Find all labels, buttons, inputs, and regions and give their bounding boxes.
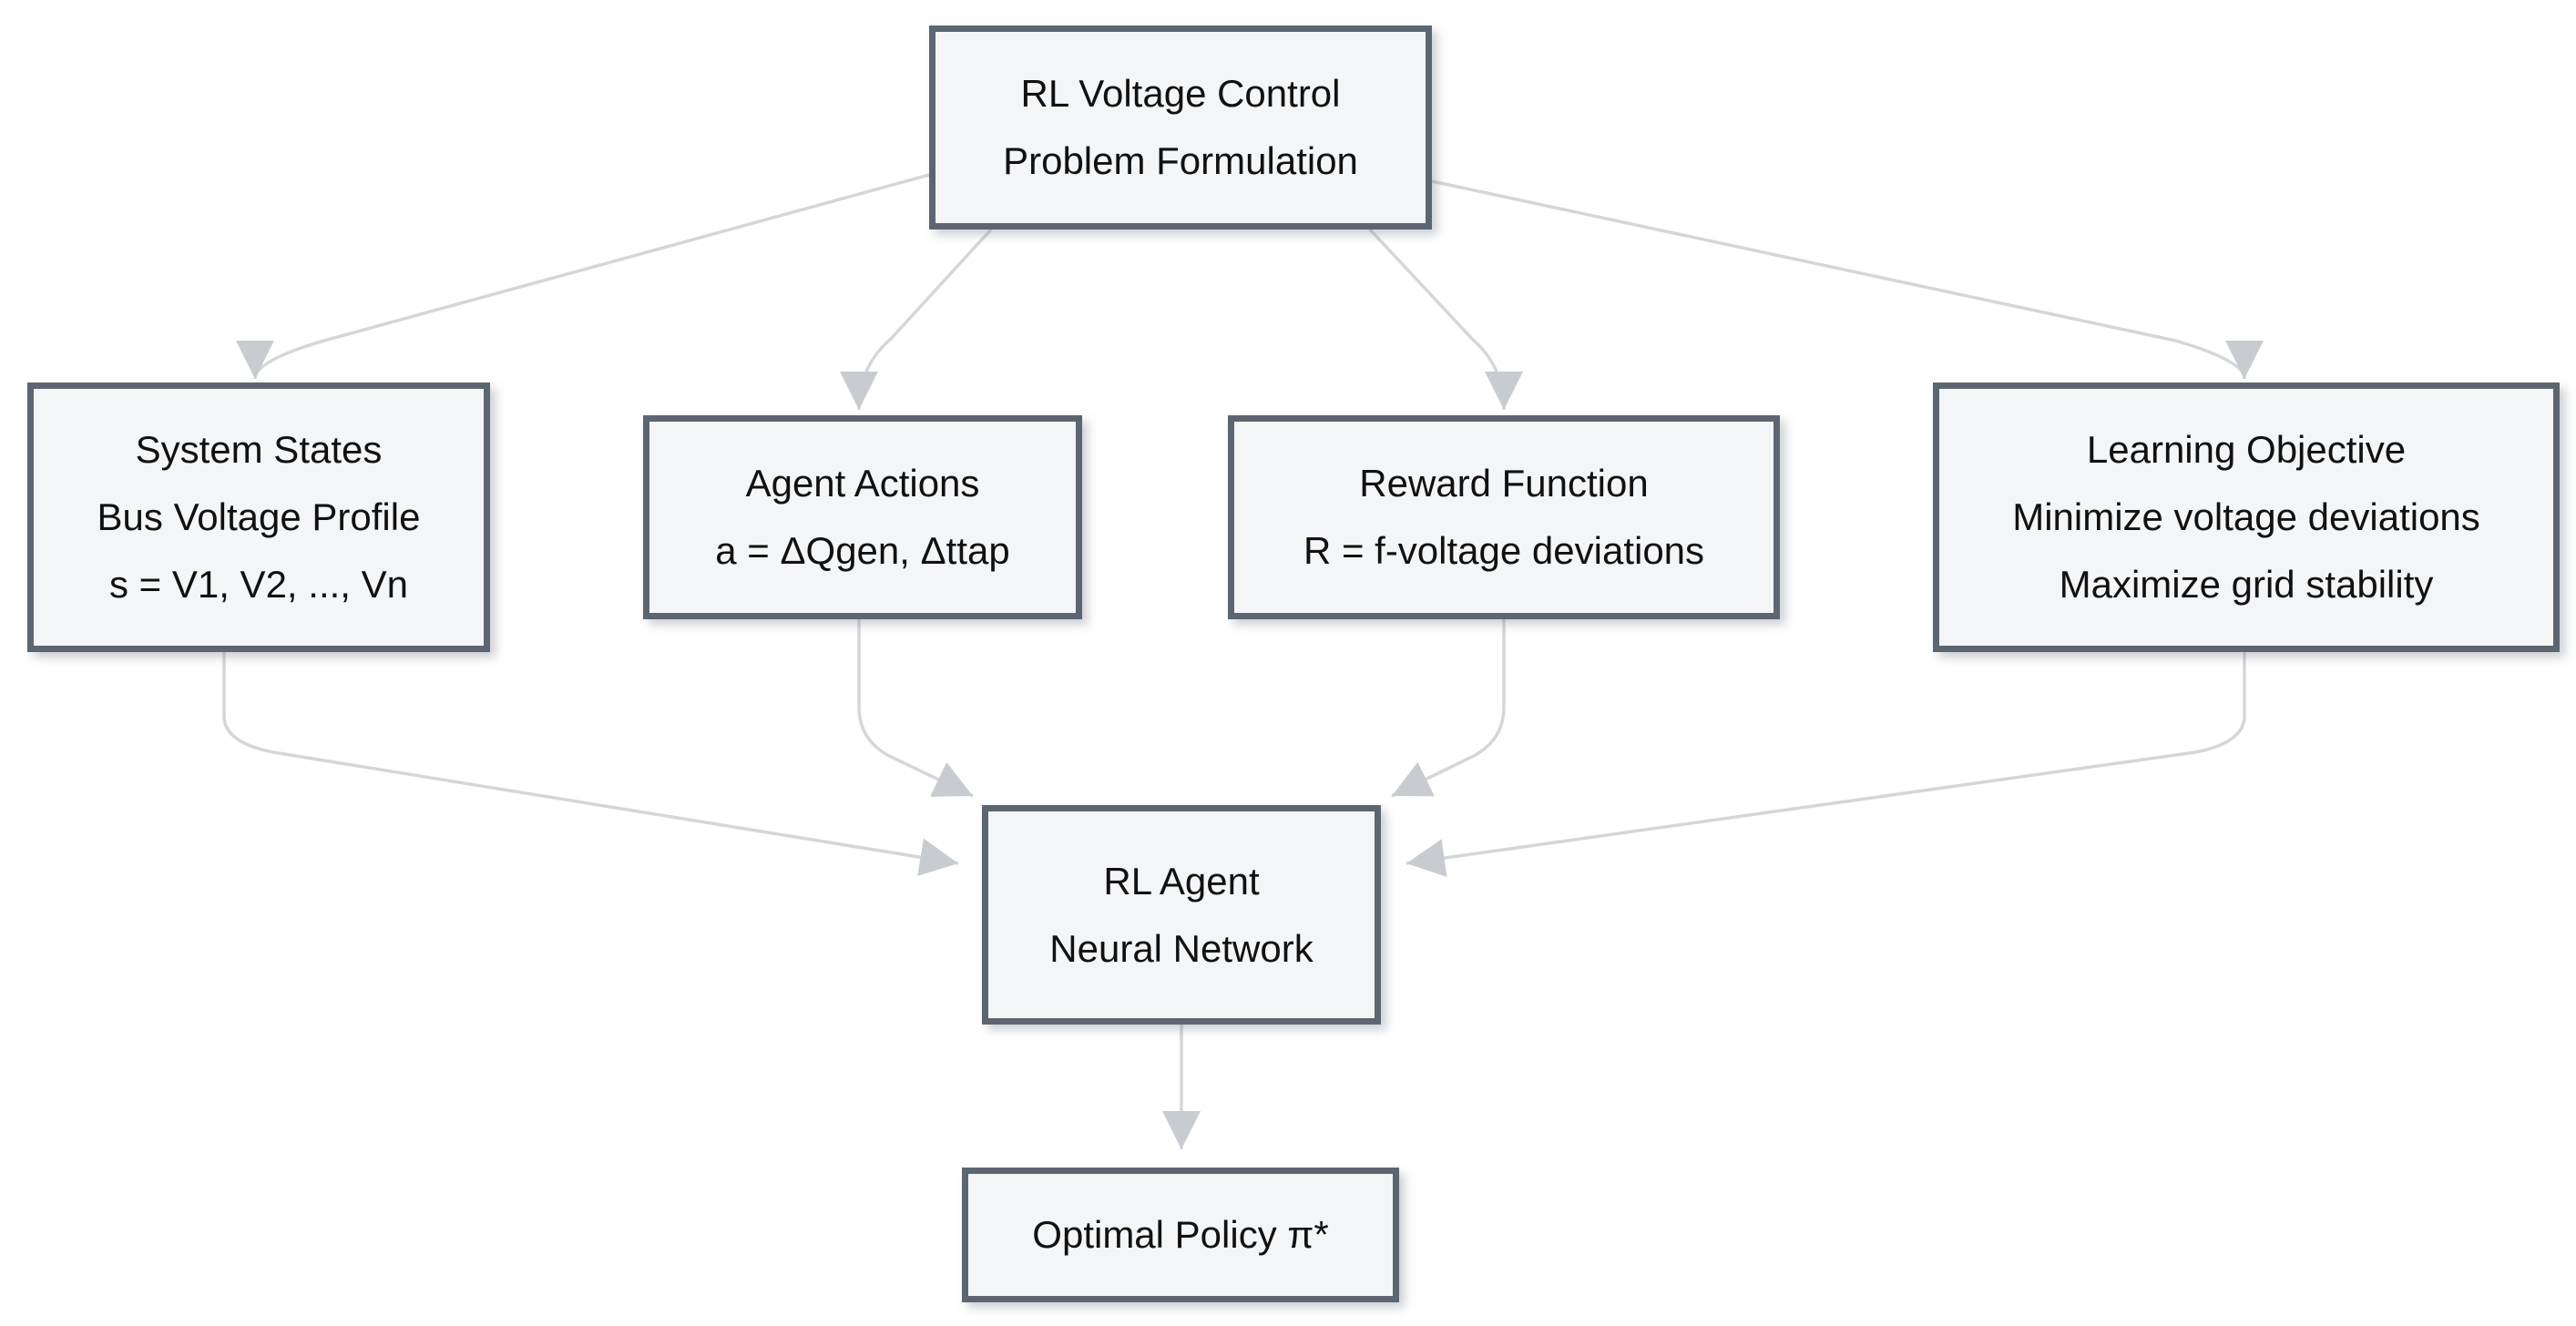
edge-problem-to-states (236, 173, 930, 380)
edge-states-to-agent (222, 652, 959, 877)
node-reward-function: Reward Function R = f-voltage deviations (1228, 415, 1780, 619)
node-text-line: Agent Actions (745, 462, 980, 505)
edge-problem-to-actions (840, 228, 993, 411)
node-text-line: Learning Objective (2086, 428, 2407, 472)
node-text-line: Problem Formulation (1003, 139, 1358, 182)
node-text-line: RL Agent (1103, 859, 1260, 903)
node-text-line: Minimize voltage deviations (2012, 495, 2480, 539)
node-text-line: Bus Voltage Profile (97, 495, 421, 539)
node-text-line: R = f-voltage deviations (1303, 529, 1705, 572)
node-agent-actions: Agent Actions a = ΔQgen, Δttap (643, 415, 1082, 619)
edge-problem-to-reward (1368, 228, 1523, 411)
edge-objective-to-agent (1406, 652, 2246, 877)
node-text-line: RL Voltage Control (1020, 72, 1341, 116)
node-system-states: System States Bus Voltage Profile s = V1… (27, 382, 490, 652)
edge-problem-to-objective (1431, 179, 2264, 380)
node-optimal-policy: Optimal Policy π* (962, 1168, 1399, 1302)
node-rl-voltage-control-problem-formulation: RL Voltage Control Problem Formulation (929, 26, 1432, 230)
node-text-line: s = V1, V2, ..., Vn (108, 562, 408, 606)
node-rl-agent-neural-network: RL Agent Neural Network (982, 805, 1381, 1025)
node-text-line: a = ΔQgen, Δttap (715, 529, 1010, 572)
node-text-line: Neural Network (1049, 926, 1314, 970)
node-text-line: Maximize grid stability (2059, 562, 2434, 606)
node-text-line: System States (135, 428, 383, 472)
edge-actions-to-agent (857, 619, 974, 798)
node-learning-objective: Learning Objective Minimize voltage devi… (1933, 382, 2560, 652)
node-text-line: Optimal Policy π* (1032, 1213, 1329, 1257)
edge-reward-to-agent (1391, 619, 1506, 798)
node-text-line: Reward Function (1359, 462, 1649, 505)
